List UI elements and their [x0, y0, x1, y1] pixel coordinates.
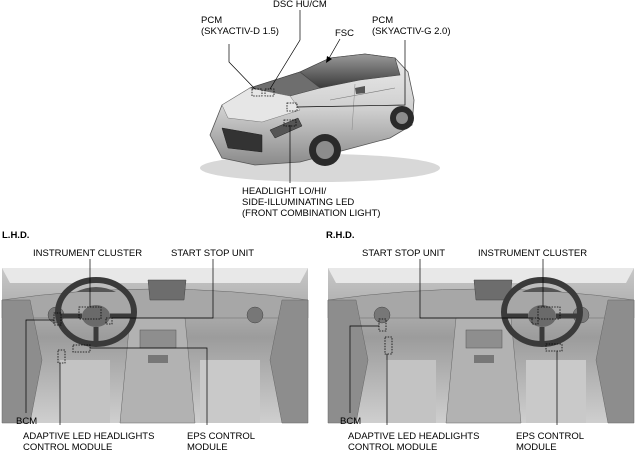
fsc-label: FSC [335, 28, 354, 39]
rhd-bcm-marker [378, 318, 387, 332]
rhd-adaptive-led-label-line1: ADAPTIVE LED HEADLIGHTS [348, 431, 480, 442]
rhd-adaptive-led-label: ADAPTIVE LED HEADLIGHTS CONTROL MODULE [348, 431, 479, 453]
lhd-section-title: L.H.D. [2, 230, 30, 241]
rhd-start-stop-leader [419, 259, 532, 319]
lhd-start-stop-leader [112, 259, 214, 319]
fsc-leader [327, 38, 341, 61]
rhd-eps-label-line1: EPS CONTROL [516, 431, 585, 442]
lhd-eps-leader [90, 347, 208, 425]
lhd-instrument-cluster-label: INSTRUMENT CLUSTER [33, 248, 143, 259]
pcm-diesel-leader [228, 44, 256, 90]
rhd-eps-label-line2: MODULE [516, 442, 557, 453]
lhd-start-stop-label: START STOP UNIT [171, 248, 255, 259]
lhd-adaptive-led-label: ADAPTIVE LED HEADLIGHTS CONTROL MODULE [23, 431, 154, 453]
lhd-steering-wheel [55, 277, 137, 347]
lhd-adaptive-led-label-line1: ADAPTIVE LED HEADLIGHTS [23, 431, 155, 442]
pcm-gas-label-line2: (SKYACTIV-G 2.0) [372, 26, 451, 37]
lhd-bcm-marker [53, 312, 62, 326]
rhd-adaptive-led-marker [384, 336, 393, 355]
dsc-hu-cm-leader [269, 10, 301, 90]
lhd-start-stop-marker [105, 317, 113, 325]
fsc-arrow [326, 56, 332, 63]
pcm-diesel-label: PCM (SKYACTIV-D 1.5) [201, 15, 279, 37]
pcm-gas-label-line1: PCM [372, 15, 394, 26]
dsc-hu-cm-marker [264, 88, 275, 97]
lhd-eps-label-line2: MODULE [187, 442, 228, 453]
rhd-instrument-cluster-label: INSTRUMENT CLUSTER [478, 248, 588, 259]
rhd-bcm-leader [349, 325, 379, 413]
rhd-dashboard-illustration [327, 267, 635, 424]
headlight-label-line2: SIDE-ILLUMINATING LED [242, 197, 355, 208]
headlight-label: HEADLIGHT LO/HI/ SIDE-ILLUMINATING LED (… [242, 186, 380, 219]
pcm-diesel-marker [251, 88, 263, 97]
pcm-diesel-label-line1: PCM [201, 15, 223, 26]
rhd-steering-wheel [501, 277, 583, 347]
headlight-label-line1: HEADLIGHT LO/HI/ [242, 186, 327, 197]
rhd-adaptive-led-label-line2: CONTROL MODULE [348, 442, 438, 453]
lhd-adaptive-led-marker [57, 349, 66, 364]
lhd-bcm-label: BCM [16, 416, 38, 427]
car-illustration [200, 53, 440, 182]
lhd-eps-label: EPS CONTROL MODULE [187, 431, 255, 453]
rhd-start-stop-marker [531, 317, 539, 325]
headlight-marker [283, 119, 297, 127]
rhd-eps-label: EPS CONTROL MODULE [516, 431, 584, 453]
rhd-instrument-cluster-marker [537, 306, 561, 320]
lhd-eps-label-line1: EPS CONTROL [187, 431, 256, 442]
headlight-label-line3: (FRONT COMBINATION LIGHT) [242, 208, 381, 219]
rhd-start-stop-label: START STOP UNIT [362, 248, 446, 259]
pcm-gas-label: PCM (SKYACTIV-G 2.0) [372, 15, 450, 37]
rhd-section-title: R.H.D. [326, 230, 355, 241]
rhd-bcm-label: BCM [340, 416, 362, 427]
pcm-diesel-label-line2: (SKYACTIV-D 1.5) [201, 26, 279, 37]
lhd-bcm-leader [25, 319, 54, 413]
pcm-gas-leader [296, 40, 406, 108]
lhd-adaptive-led-label-line2: CONTROL MODULE [23, 442, 113, 453]
dsc-hu-cm-label: DSC HU/CM [273, 0, 327, 10]
rhd-eps-marker [545, 343, 563, 352]
lhd-dashboard-illustration [1, 268, 309, 424]
lhd-eps-marker [72, 344, 91, 353]
